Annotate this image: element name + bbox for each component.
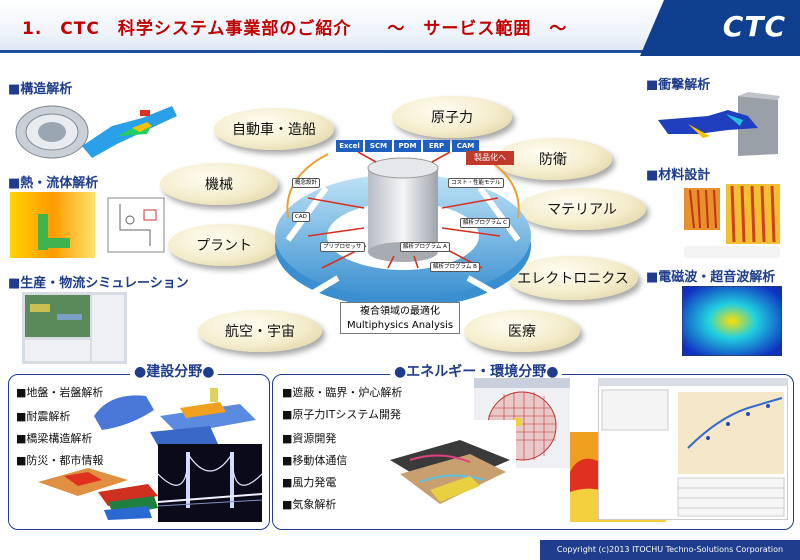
energy-item-resources: ■資源開発 [282, 432, 337, 445]
industry-automotive: 自動車・造船 [214, 108, 334, 150]
industry-aerospace: 航空・宇宙 [198, 310, 322, 352]
industry-plant: プラント [168, 224, 280, 266]
module-cost-performance: コスト・性能モデル [448, 178, 504, 188]
software-pdm: PDM [394, 140, 421, 152]
energy-item-wind: ■風力発電 [282, 476, 337, 489]
label-production-logistics: ■生産・物流シミュレーション [8, 276, 189, 291]
bridge-image [158, 444, 262, 522]
disaster-urban-image [28, 462, 160, 522]
label-material-design: ■材料設計 [646, 168, 711, 183]
energy-title: ●エネルギー・環境分野● [390, 361, 563, 381]
energy-item-mobile: ■移動体通信 [282, 454, 348, 467]
note-line-2: Multiphysics Analysis [346, 320, 454, 331]
industry-electronics: エレクトロニクス [508, 256, 638, 300]
module-analysis-b: 解析プログラム B [430, 262, 480, 272]
resource-exploration-image [380, 420, 516, 520]
industry-material: マテリアル [518, 188, 646, 230]
em-ultrasonic-image [682, 286, 782, 356]
wind-weather-app-image [598, 378, 788, 520]
ctc-logo: CTC [640, 0, 800, 56]
module-analysis-a: 解析プログラム A [400, 242, 450, 252]
copyright-bar: Copyright (c)2013 ITOCHU Techno-Solution… [540, 540, 800, 560]
label-structural-analysis: ■構造解析 [8, 82, 73, 97]
software-scm: SCM [365, 140, 392, 152]
production-simulation-image [22, 292, 127, 364]
label-thermal-fluid: ■熱・流体解析 [8, 176, 99, 191]
thermal-fluid-image-2 [100, 190, 172, 260]
note-line-1: 複合領域の最適化 [360, 306, 440, 317]
productization-tag: 製品化へ [466, 151, 514, 165]
energy-item-weather: ■気象解析 [282, 498, 337, 511]
module-concept-design: 概念設計 [292, 178, 321, 188]
industry-machinery: 機械 [160, 163, 278, 205]
ground-analysis-image [90, 386, 260, 448]
construction-item-bridge: ■橋梁構造解析 [16, 432, 93, 445]
label-em-ultrasonic: ■電磁波・超音波解析 [646, 270, 776, 285]
industry-nuclear: 原子力 [392, 96, 512, 138]
label-impact-analysis: ■衝撃解析 [646, 78, 711, 93]
module-preprocessor: プリプロセッサ [320, 242, 365, 252]
logo-text: CTC [722, 10, 786, 43]
software-cam: CAM [452, 140, 479, 152]
construction-item-ground: ■地盤・岩盤解析 [16, 386, 104, 399]
page-title: 1. CTC 科学システム事業部のご紹介 ～ サービス範囲 ～ [22, 19, 568, 39]
impact-analysis-image [648, 90, 783, 160]
construction-item-seismic: ■耐震解析 [16, 410, 71, 423]
construction-title: ●建設分野● [130, 361, 219, 381]
energy-item-nuclear-it: ■原子力ITシステム開発 [282, 408, 402, 421]
software-erp: ERP [423, 140, 450, 152]
structural-analysis-image [12, 96, 182, 164]
module-analysis-c: 解析プログラム C [460, 218, 510, 228]
header-divider [0, 50, 660, 53]
industry-medical: 医療 [464, 310, 580, 352]
construction-item-disaster: ■防災・都市情報 [16, 454, 104, 467]
software-excel: Excel [336, 140, 363, 152]
material-design-image [680, 182, 783, 260]
multiphysics-note: 複合領域の最適化 Multiphysics Analysis [340, 302, 460, 334]
energy-item-shielding: ■遮蔽・臨界・炉心解析 [282, 386, 403, 399]
module-cad: CAD [292, 212, 310, 222]
thermal-fluid-image-1 [10, 192, 95, 258]
